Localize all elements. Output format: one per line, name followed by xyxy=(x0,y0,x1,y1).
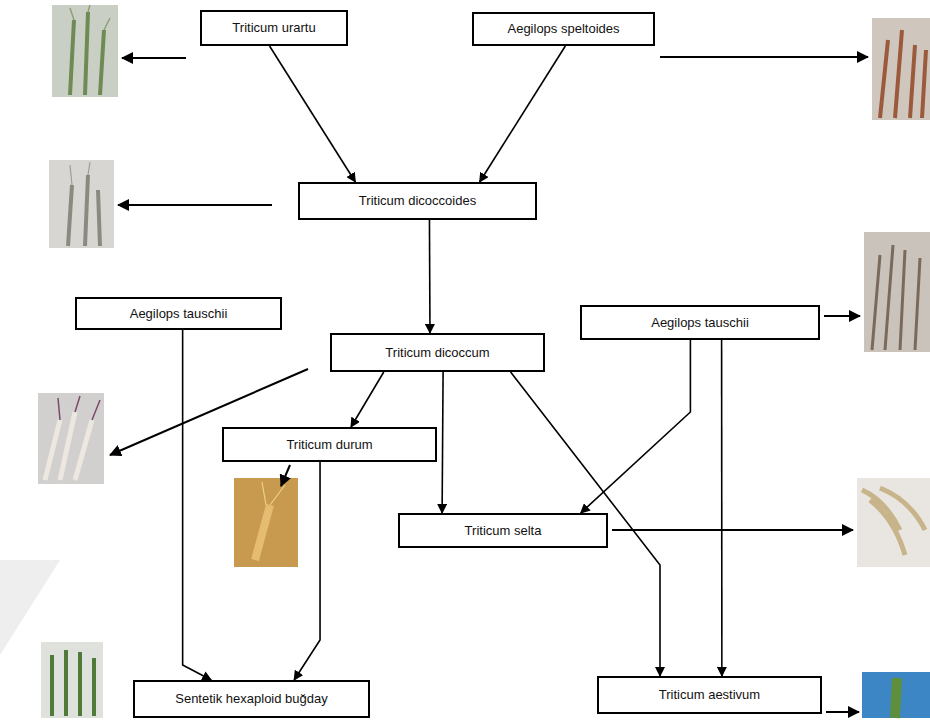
photo-arrows xyxy=(110,57,868,712)
species-box: Triticum durum xyxy=(222,427,437,462)
species-box: Sentetik hexaploid buğday xyxy=(133,680,370,718)
species-box: Triticum dicoccum xyxy=(330,333,545,372)
wheat-photo xyxy=(857,478,930,567)
connector-arrow xyxy=(270,46,356,182)
species-name: Triticum durum xyxy=(286,437,372,453)
species-name: Triticum aestivum xyxy=(659,687,760,703)
connector-arrow xyxy=(183,330,212,680)
connector-arrow xyxy=(480,46,566,182)
wheat-photo xyxy=(872,18,930,120)
wheat-photo xyxy=(862,672,930,718)
species-name: Aegilops tauschii xyxy=(651,315,749,331)
connector-arrow xyxy=(721,340,723,676)
species-box: Triticum urartu xyxy=(200,10,348,46)
species-name: Sentetik hexaploid buğday xyxy=(175,691,328,707)
species-name: Triticum dicoccum xyxy=(385,345,489,361)
wheat-photo xyxy=(38,393,104,484)
wheat-photo xyxy=(41,642,103,718)
wheat-photo xyxy=(234,478,298,567)
species-name: Triticum dicoccoides xyxy=(359,193,476,209)
wheat-photo xyxy=(864,232,930,352)
species-name: Triticum urartu xyxy=(232,20,315,36)
connector-arrow xyxy=(429,220,431,333)
species-box: Aegilops tauschii xyxy=(580,305,820,340)
species-name: Aegilops speltoides xyxy=(507,21,619,37)
wheat-photo xyxy=(49,160,114,248)
connector-arrow xyxy=(441,372,444,513)
species-box: Aegilops speltoides xyxy=(472,12,655,46)
connector-arrow xyxy=(294,462,320,680)
watermark-triangle xyxy=(0,560,60,655)
connector-arrow xyxy=(351,372,384,427)
species-name: Aegilops tauschii xyxy=(130,306,228,322)
species-box: Triticum selta xyxy=(398,513,608,548)
species-box: Aegilops tauschii xyxy=(75,297,282,330)
connector-arrow xyxy=(581,340,691,513)
species-box: Triticum aestivum xyxy=(597,676,822,714)
species-name: Triticum selta xyxy=(465,523,542,539)
wheat-photo xyxy=(52,5,118,97)
species-box: Triticum dicoccoides xyxy=(298,182,537,220)
